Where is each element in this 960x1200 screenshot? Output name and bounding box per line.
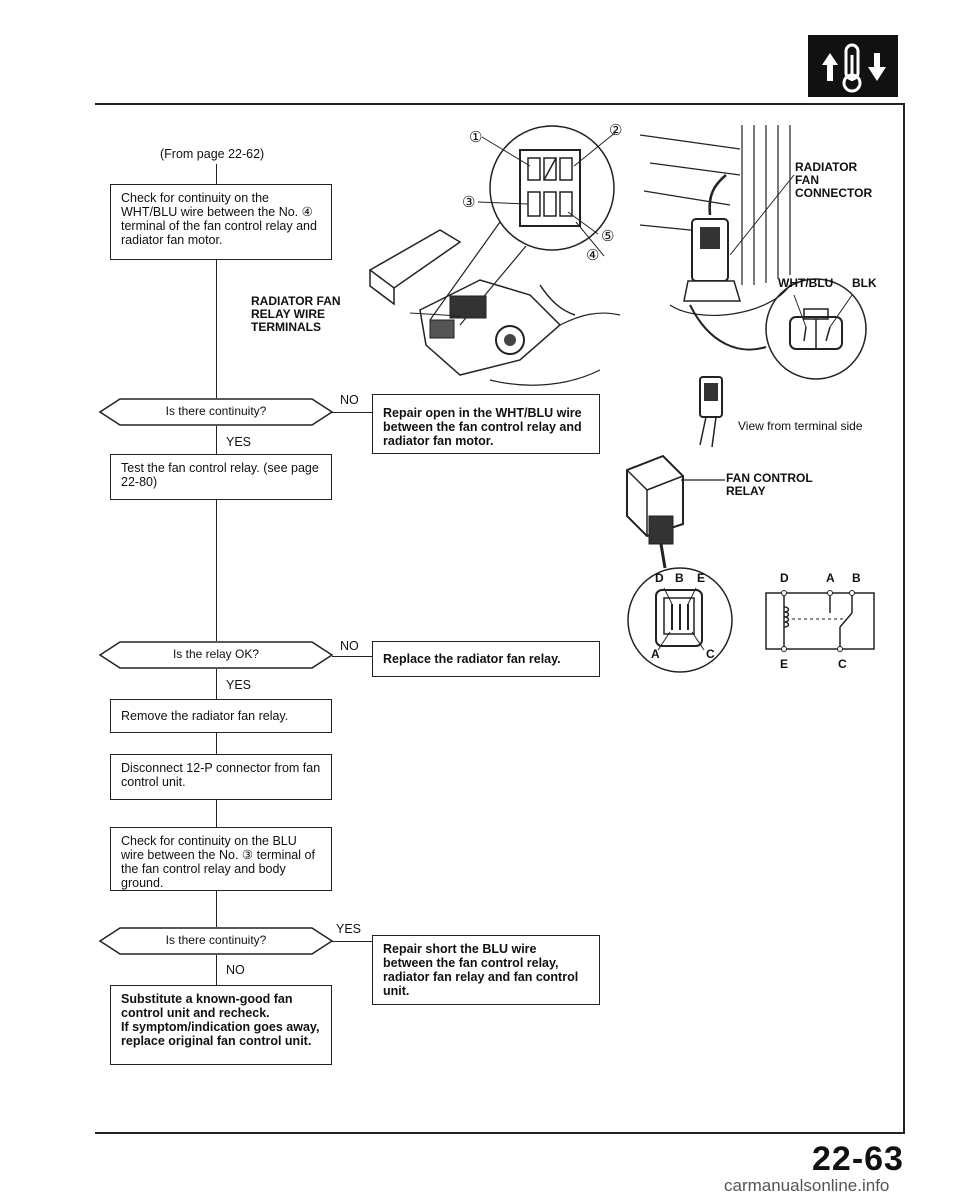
relay-terminals-label-line-3: TERMINALS — [251, 320, 321, 334]
relay-pin-C: C — [706, 647, 715, 661]
connector-line — [216, 260, 217, 398]
top-rule — [95, 103, 905, 105]
fan-connector-label-line-3: CONNECTOR — [795, 186, 873, 200]
terminal-number-3: ③ — [462, 194, 476, 211]
relay-pin-B: B — [675, 571, 684, 585]
schematic-pin-C: C — [838, 657, 847, 671]
connector-line — [216, 800, 217, 827]
wire-color-wht-blu: WHT/BLU — [778, 276, 834, 290]
q2-no-label: NO — [340, 639, 359, 653]
q2-yes-label: YES — [226, 678, 252, 692]
relay-pin-A: A — [651, 647, 660, 661]
final-step-line-2: If symptom/indication goes away, replace… — [121, 1020, 320, 1048]
relay-terminals-illustration — [368, 125, 621, 386]
connector-line — [332, 656, 372, 657]
relay-terminals-label-line-2: RELAY WIRE — [251, 307, 326, 321]
q1-yes-label: YES — [226, 435, 252, 449]
fan-control-relay-label-line-2: RELAY — [726, 484, 766, 498]
q3-no-label: NO — [226, 963, 245, 977]
connector-line — [216, 164, 217, 184]
terminal-number-4: ④ — [586, 247, 600, 264]
relay-wire-terminals-label: RADIATOR FAN RELAY WIRE TERMINALS — [251, 295, 341, 334]
watermark: carmanualsonline.info — [724, 1176, 890, 1195]
terminal-number-5: ⑤ — [601, 228, 615, 245]
step-test-relay: Test the fan control relay. (see page 22… — [110, 454, 332, 500]
schematic-pin-E: E — [780, 657, 789, 671]
step-check-blu-continuity: Check for continuity on the BLU wire bet… — [110, 827, 332, 891]
relay-pin-view — [627, 567, 733, 673]
step-check-wht-blu-continuity: Check for continuity on the WHT/BLU wire… — [110, 184, 332, 260]
decision-continuity-2-text: Is there continuity? — [165, 933, 267, 947]
relay-terminals-label-line-1: RADIATOR FAN — [251, 294, 341, 308]
q3-yes-label: YES — [336, 922, 362, 936]
fan-connector-label-line-2: FAN — [795, 173, 819, 187]
from-page-label: (From page 22-62) — [160, 147, 265, 161]
final-step-line-1: Substitute a known-good fan control unit… — [121, 992, 293, 1020]
right-rule — [903, 103, 905, 1133]
terminal-number-1: ① — [469, 129, 483, 146]
connector-line — [216, 500, 217, 641]
schematic-pin-D: D — [780, 571, 789, 585]
wire-color-blk: BLK — [852, 276, 877, 290]
step-disconnect-connector: Disconnect 12-P connector from fan contr… — [110, 754, 332, 800]
q1-no-label: NO — [340, 393, 359, 407]
step-remove-relay: Remove the radiator fan relay. — [110, 699, 332, 733]
fan-control-relay-label-line-1: FAN CONTROL — [726, 471, 813, 485]
connector-line — [332, 941, 372, 942]
relay-pin-E: E — [697, 571, 706, 585]
connector-line — [216, 733, 217, 754]
connector-line — [332, 412, 372, 413]
relay-pin-D: D — [655, 571, 664, 585]
action-repair-open-wht-blu: Repair open in the WHT/BLU wire between … — [372, 394, 600, 454]
thermometer-up-down-icon — [808, 35, 898, 97]
terminal-number-2: ② — [609, 122, 623, 139]
bottom-rule — [95, 1132, 905, 1134]
schematic-pin-B: B — [852, 571, 861, 585]
fan-control-relay-illustration — [626, 454, 725, 569]
connector-line — [216, 891, 217, 927]
action-replace-relay: Replace the radiator fan relay. — [372, 641, 600, 677]
connector-line — [216, 955, 217, 985]
decision-continuity-1-text: Is there continuity? — [165, 404, 267, 418]
connector-line — [216, 669, 217, 699]
decision-relay-ok — [98, 641, 334, 669]
radiator-fan-connector-illustration — [639, 125, 867, 448]
fan-connector-label-line-1: RADIATOR — [795, 160, 858, 174]
fan-control-relay-label: FAN CONTROL RELAY — [726, 472, 813, 498]
page-number: 22-63 — [812, 1140, 904, 1178]
view-from-terminal-side-note: View from terminal side — [738, 419, 863, 433]
radiator-fan-connector-label: RADIATOR FAN CONNECTOR — [795, 161, 872, 200]
relay-schematic — [765, 590, 875, 652]
connector-line — [216, 426, 217, 454]
schematic-pin-A: A — [826, 571, 835, 585]
action-substitute-fan-control-unit: Substitute a known-good fan control unit… — [110, 985, 332, 1065]
decision-relay-ok-text: Is the relay OK? — [172, 647, 260, 661]
action-repair-short-blu: Repair short the BLU wire between the fa… — [372, 935, 600, 1005]
